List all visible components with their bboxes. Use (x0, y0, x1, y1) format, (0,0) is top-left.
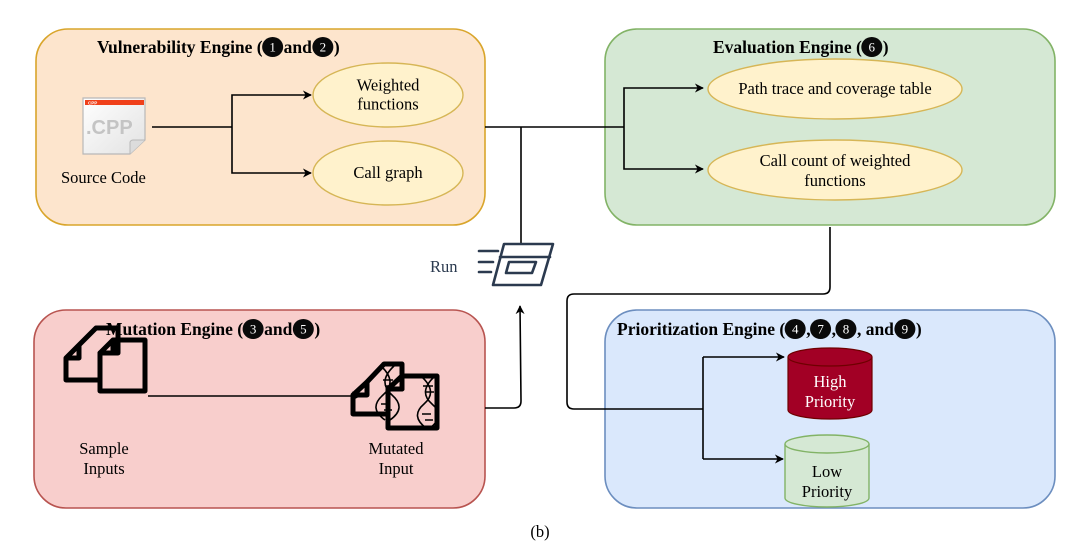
vulnerability-to-evaluation-connector (485, 83, 704, 243)
figure-caption: (b) (530, 522, 549, 541)
title-text: ) (334, 37, 340, 57)
run-window-icon (477, 242, 555, 287)
svg-text:.CPP: .CPP (86, 117, 133, 139)
step-badge-2: 2 (312, 37, 334, 57)
svg-text:Call graph: Call graph (353, 163, 423, 182)
title-text: Vulnerability Engine ( (97, 37, 263, 57)
title-text: ) (883, 37, 889, 57)
source-to-outputs-connector (152, 90, 312, 178)
svg-text:2: 2 (320, 40, 327, 55)
step-badge-9: 9 (894, 319, 916, 339)
step-badge-3: 3 (242, 319, 264, 339)
svg-text:6: 6 (869, 40, 876, 55)
title-joiner: and (264, 319, 292, 339)
svg-text:8: 8 (843, 322, 850, 337)
svg-text:Path trace and coverage table: Path trace and coverage table (738, 79, 931, 98)
svg-text:5: 5 (300, 322, 307, 337)
svg-text:CPP: CPP (88, 101, 97, 106)
step-badge-7: 7 (810, 319, 832, 339)
step-badge-8: 8 (835, 319, 857, 339)
title-text: ) (314, 319, 320, 339)
title-joiner: , and (857, 319, 894, 339)
run-label: Run (430, 257, 458, 276)
source-code-label: Source Code (61, 168, 146, 187)
svg-text:4: 4 (792, 322, 799, 337)
svg-text:9: 9 (902, 322, 909, 337)
title-joiner: and (284, 37, 312, 57)
title-text: Mutation Engine ( (106, 319, 243, 339)
title-joiner: , (806, 319, 810, 339)
title-text: Evaluation Engine ( (713, 37, 862, 57)
evaluation-to-prioritization-connector (566, 227, 831, 410)
sample-inputs-icon (63, 325, 148, 394)
cpp-file-icon: CPP .CPP (82, 97, 146, 155)
title-joiner: , (832, 319, 836, 339)
title-text: ) (916, 319, 922, 339)
step-badge-1: 1 (262, 37, 284, 57)
path-trace-node: Path trace and coverage table (707, 58, 963, 120)
mutated-input-icon (350, 361, 440, 431)
step-badge-5: 5 (292, 319, 314, 339)
title-text: Prioritization Engine ( (617, 319, 785, 339)
step-badge-4: 4 (784, 319, 806, 339)
step-badge-6: 6 (861, 37, 883, 57)
svg-text:7: 7 (817, 322, 824, 337)
prioritization-branch-connector (702, 352, 785, 464)
call-graph-node: Call graph (312, 140, 464, 206)
svg-text:1: 1 (269, 40, 276, 55)
svg-text:3: 3 (250, 322, 257, 337)
mutation-to-run-arrow (485, 305, 525, 409)
